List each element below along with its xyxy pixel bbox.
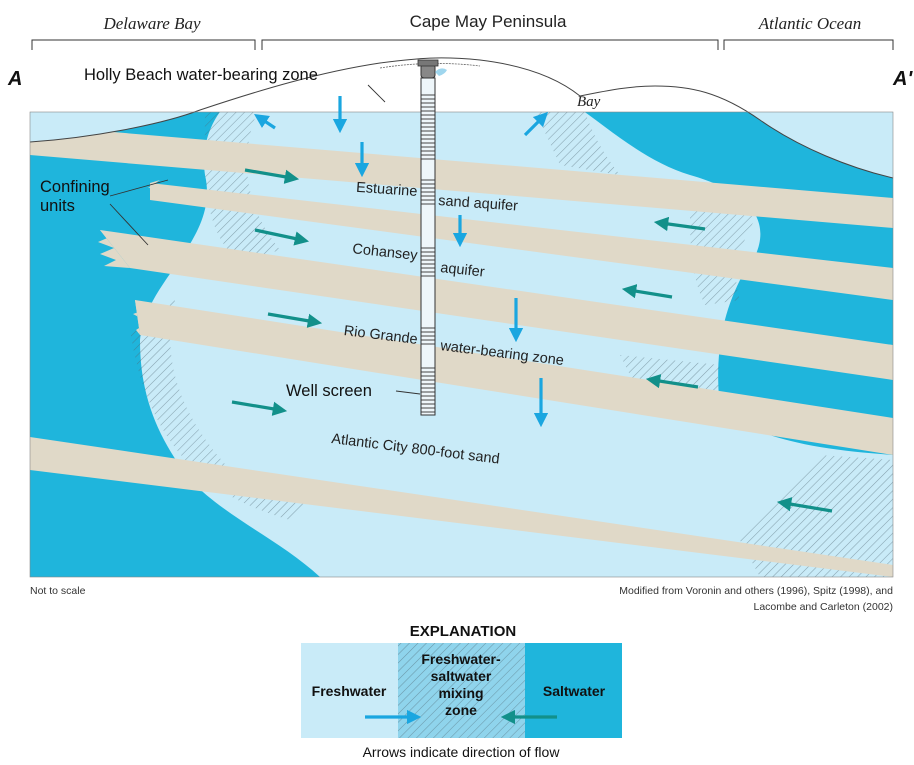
section-label-a: A: [7, 68, 22, 90]
confining-leader-2: [109, 203, 149, 246]
note-source-2: Lacombe and Carleton (2002): [753, 601, 893, 613]
region-atlantic-ocean: Atlantic Ocean: [758, 14, 861, 33]
well-screen-leader: [395, 390, 421, 395]
legend-label-saltwater: Saltwater: [543, 683, 606, 699]
section-label-a-prime: A': [892, 68, 913, 90]
well-casing-marks: [421, 94, 435, 413]
holly-beach-leader: [367, 84, 386, 103]
saltwater-flow-arrows: [231, 168, 833, 513]
peninsula-bracket: [261, 39, 719, 50]
mixing-zone-bay: [530, 112, 620, 175]
region-cape-may: Cape May Peninsula: [410, 12, 567, 31]
section-frame: [29, 111, 894, 578]
label-estuarine: Estuarine: [356, 180, 418, 200]
salt-arrow-right-1: [653, 216, 706, 232]
salt-arrow-left-1: [244, 168, 300, 184]
water-spout: [435, 68, 447, 76]
confining-unit-3: [100, 230, 893, 380]
legend-label-freshwater: Freshwater: [312, 683, 387, 699]
label-well-screen: Well screen: [286, 382, 372, 400]
dune-ridge: [379, 63, 481, 69]
salt-arrow-left-4: [231, 400, 288, 416]
ground-surface: [29, 57, 894, 179]
confining-unit-5: [30, 437, 893, 577]
salt-arrow-left-3: [267, 312, 323, 328]
leader-lines: [109, 84, 421, 395]
note-source-1: Modified from Voronin and others (1996),…: [619, 585, 893, 597]
legend-saltwater: [525, 643, 622, 738]
confining-unit-1: [30, 125, 893, 228]
region-brackets: [31, 39, 894, 50]
legend-freshwater: [301, 643, 398, 738]
legend-label-mixing-3: mixing: [438, 685, 483, 701]
salt-arrow-right-3: [645, 373, 699, 389]
delaware-bracket: [31, 39, 256, 50]
confining-unit-2: [150, 183, 893, 300]
legend-caption: Arrows indicate direction of flow: [363, 744, 561, 760]
well-casing: [420, 77, 436, 416]
legend-label-mixing-1: Freshwater-: [421, 651, 501, 667]
label-cohansey: Cohansey: [352, 241, 419, 264]
atlantic-bracket: [723, 39, 894, 50]
production-well: [417, 59, 447, 416]
fresh-arrow-bay-up: [523, 111, 549, 137]
confining-unit-4-left-edge: [133, 300, 150, 335]
label-confining-1: Confining: [40, 178, 110, 196]
region-delaware-bay: Delaware Bay: [102, 14, 201, 33]
explanation-title: EXPLANATION: [410, 623, 516, 640]
confining-unit-3-left-edge: [98, 230, 130, 268]
salt-arrow-left-2: [254, 228, 310, 246]
wellhead-cap: [417, 59, 439, 67]
freshwater-flow-arrows: [254, 96, 549, 428]
confining-unit-4: [135, 300, 893, 455]
legend-label-mixing-4: zone: [445, 702, 477, 718]
label-sand-aquifer: sand aquifer: [438, 193, 519, 215]
salt-arrow-right-4: [776, 497, 833, 513]
mixing-zone-right-lower: [740, 455, 893, 577]
label-holly-beach: Holly Beach water-bearing zone: [84, 66, 318, 84]
salt-arrow-right-2: [621, 284, 673, 299]
note-not-to-scale: Not to scale: [30, 585, 86, 597]
label-confining-2: units: [40, 197, 75, 215]
label-aquifer: aquifer: [440, 260, 486, 281]
confining-leader-1: [109, 179, 169, 197]
legend-label-mixing-2: saltwater: [431, 668, 492, 684]
label-bay: Bay: [577, 94, 601, 110]
fresh-arrow-holly-left: [254, 114, 276, 130]
explanation-legend: EXPLANATION Freshwater Freshwater- saltw…: [301, 623, 622, 760]
